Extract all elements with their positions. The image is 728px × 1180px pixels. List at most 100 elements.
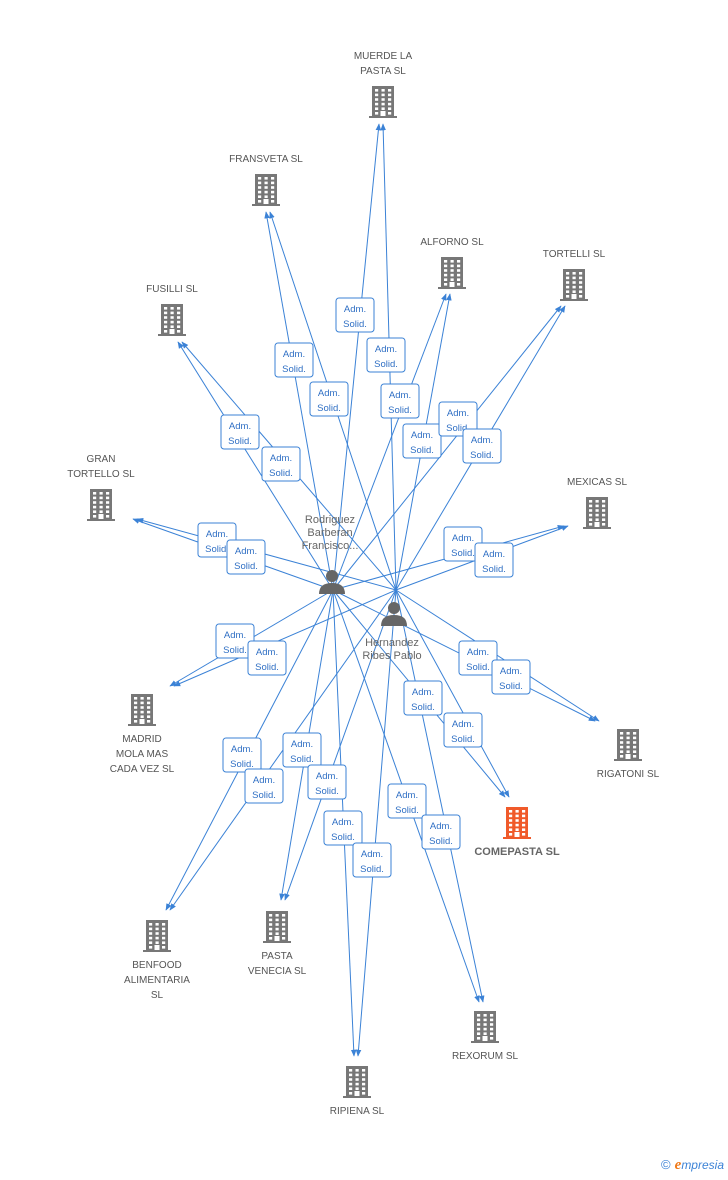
building-window <box>164 325 168 328</box>
building-window <box>633 745 637 749</box>
company-node-ripiena[interactable]: RIPIENA SL <box>330 1066 385 1117</box>
relation-badge[interactable]: Adm.Solid. <box>222 737 262 773</box>
company-node-rexorum[interactable]: REXORUM SL <box>452 1011 519 1062</box>
building-base <box>438 287 466 289</box>
relation-badge-text: Solid. <box>315 786 339 797</box>
building-window <box>258 181 262 185</box>
relation-badge-text: Solid. <box>282 364 306 375</box>
relation-badge[interactable]: Adm.Solid. <box>491 659 531 695</box>
building-window <box>388 93 392 97</box>
company-label: MOLA MAS <box>116 749 169 760</box>
relation-badge-text: Adm. <box>389 390 411 401</box>
relation-badge-text: Adm. <box>344 304 366 315</box>
building-window <box>155 941 159 944</box>
building-window <box>626 741 630 744</box>
relation-badge[interactable]: Adm.Solid. <box>438 401 478 437</box>
company-node-alforno[interactable]: ALFORNO SL <box>420 237 484 289</box>
building-window <box>355 1087 359 1090</box>
building-window <box>444 264 448 268</box>
building-window <box>362 1069 366 1072</box>
relation-badge[interactable]: Adm.Solid. <box>421 814 461 850</box>
building-window <box>579 272 583 275</box>
relation-badge[interactable]: Adm.Solid. <box>443 712 483 748</box>
relation-badge[interactable]: Adm.Solid. <box>247 640 287 676</box>
building-window <box>155 932 159 935</box>
building-window <box>164 311 168 315</box>
relation-badge-text: Solid. <box>228 436 252 447</box>
building-window <box>147 720 151 723</box>
relation-badge[interactable]: Adm.Solid. <box>274 342 314 378</box>
relation-badge-text: Solid. <box>482 564 506 575</box>
building-window <box>155 936 159 940</box>
building-window <box>349 1087 353 1090</box>
building-window <box>620 755 624 758</box>
relation-badge-box <box>244 768 284 804</box>
company-node-mexicas[interactable]: MEXICAS SL <box>567 477 627 529</box>
relation-badge[interactable]: Adm. Solid. <box>380 383 420 419</box>
relation-badge-box <box>438 401 478 437</box>
relation-badge[interactable]: Adm.Solid. <box>403 680 443 716</box>
building-window <box>164 316 168 319</box>
building-window <box>522 828 526 831</box>
company-node-tortelli[interactable]: TORTELLI SL <box>543 249 606 301</box>
building-window <box>134 710 138 714</box>
relation-badge[interactable]: Adm.Solid. <box>220 414 260 450</box>
relation-badge[interactable]: Adm.Solid. <box>474 542 514 578</box>
building-door <box>274 936 280 941</box>
relation-badge[interactable]: Adm. Solid. <box>307 764 347 800</box>
relation-badge-box <box>309 381 349 417</box>
building-door <box>594 522 600 527</box>
footer-brand[interactable]: ©empresia <box>661 1157 724 1174</box>
relation-badge[interactable]: Adm.Solid. <box>244 768 284 804</box>
building-window <box>275 918 279 922</box>
relation-badge[interactable]: Adm.Solid. <box>282 732 322 768</box>
building-base <box>143 950 171 952</box>
relation-badge[interactable]: Adm.Solid. <box>335 297 375 333</box>
relation-badge[interactable]: Adm.Solid. <box>402 423 442 459</box>
building-window <box>258 195 262 198</box>
company-node-rigatoni[interactable]: RIGATONI SL <box>597 729 660 780</box>
building-window <box>579 290 583 293</box>
relation-badge-text: Solid. <box>451 734 475 745</box>
relation-badge-text: Solid. <box>205 544 229 555</box>
relation-badge[interactable]: Adm.Solid. <box>226 539 266 575</box>
relation-edge-hernandez-rexorum <box>395 589 485 1003</box>
building-window <box>177 307 181 310</box>
relation-badge[interactable]: Adm.Solid. <box>261 446 301 482</box>
building-window <box>258 186 262 189</box>
person-label: Hernandez <box>365 637 419 649</box>
building-window <box>355 1078 359 1081</box>
relation-badge[interactable]: Adm.Solid. <box>443 526 483 562</box>
relation-badge-box <box>380 383 420 419</box>
building-icon <box>158 304 186 336</box>
relation-badge[interactable]: Adm.Solid. <box>309 381 349 417</box>
relation-badge[interactable]: Adm.Solid. <box>323 810 363 846</box>
building-window <box>162 946 166 949</box>
relation-badge[interactable]: Adm.Solid. <box>352 842 392 878</box>
company-node-comepasta[interactable]: COMEPASTA SL <box>474 807 560 858</box>
relation-badge[interactable]: Adm.Solid. <box>366 337 406 373</box>
relation-badge-text: Solid. <box>388 405 412 416</box>
building-window <box>522 823 526 827</box>
copyright-symbol: © <box>661 1157 671 1172</box>
relation-badge[interactable]: Adm.Solid. <box>387 783 427 819</box>
person-node-rodriguez[interactable]: RodriguezBarberanFrancisco... <box>302 514 359 594</box>
company-label: MEXICAS SL <box>567 477 627 488</box>
relation-edge-hernandez-pasta <box>284 589 397 901</box>
relation-edge-hernandez-gran <box>136 517 397 591</box>
building-window <box>149 941 153 944</box>
company-node-fransveta[interactable]: FRANSVETA SL <box>229 154 303 206</box>
relation-badge[interactable]: Adm.Solid. <box>458 640 498 676</box>
building-window <box>477 1037 481 1040</box>
building-window <box>282 937 286 940</box>
relation-badge-text: Adm. <box>316 771 338 782</box>
company-node-fusilli[interactable]: FUSILLI SL <box>146 284 198 336</box>
building-window <box>620 741 624 744</box>
relation-badge[interactable]: Adm.Solid. <box>462 428 502 464</box>
